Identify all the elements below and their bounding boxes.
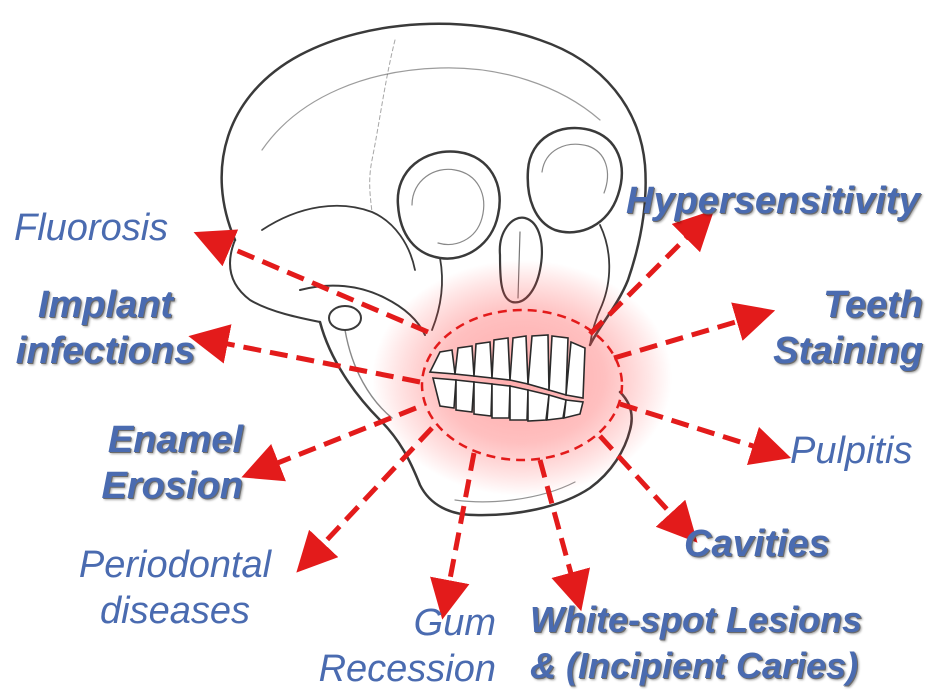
label-teeth-line-1: Teeth bbox=[745, 282, 923, 328]
ear-canal bbox=[329, 306, 361, 330]
temporal-line bbox=[262, 206, 415, 270]
lower-tooth bbox=[547, 395, 566, 420]
label-teeth-staining: Teeth Staining bbox=[745, 282, 923, 374]
label-implant-line-1: Implant bbox=[8, 282, 203, 328]
upper-tooth bbox=[528, 335, 549, 390]
label-enamel-line-2: Erosion bbox=[60, 463, 243, 509]
label-white-spot-line-2: & (Incipient Caries) bbox=[530, 643, 862, 689]
label-gum-recession: Gum Recession bbox=[290, 600, 496, 692]
label-hypersensitivity-text: Hypersensitivity bbox=[626, 178, 920, 224]
coronal-suture bbox=[370, 40, 395, 212]
label-teeth-line-2: Staining bbox=[745, 328, 923, 374]
label-implant-infections: Implant infections bbox=[8, 282, 203, 374]
label-cavities: Cavities bbox=[684, 521, 830, 567]
label-pulpitis: Pulpitis bbox=[790, 428, 913, 474]
upper-tooth bbox=[510, 336, 528, 384]
label-periodontal-line-1: Periodontal bbox=[62, 542, 288, 588]
label-implant-line-2: infections bbox=[8, 328, 203, 374]
left-orbit bbox=[398, 152, 500, 259]
label-hypersensitivity: Hypersensitivity bbox=[626, 178, 920, 224]
lower-tooth bbox=[528, 390, 549, 421]
label-cavities-text: Cavities bbox=[684, 521, 830, 567]
lower-tooth bbox=[492, 384, 510, 418]
arrow-fluorosis bbox=[212, 240, 428, 332]
label-fluorosis-text: Fluorosis bbox=[14, 205, 168, 251]
right-orbit-shadow bbox=[542, 144, 607, 193]
upper-tooth bbox=[474, 342, 492, 378]
label-gum-line-1: Gum bbox=[290, 600, 496, 646]
lower-tooth bbox=[510, 386, 528, 420]
label-periodontal-line-2: diseases bbox=[62, 588, 288, 634]
upper-tooth bbox=[492, 338, 510, 380]
left-orbit-shadow bbox=[412, 169, 484, 244]
label-white-spot-line-1: White-spot Lesions bbox=[530, 597, 862, 643]
upper-tooth bbox=[455, 346, 474, 376]
label-fluorosis: Fluorosis bbox=[14, 205, 168, 251]
label-pulpitis-text: Pulpitis bbox=[790, 428, 913, 474]
label-gum-line-2: Recession bbox=[290, 646, 496, 692]
lower-tooth bbox=[474, 382, 492, 416]
lower-tooth bbox=[456, 380, 474, 412]
label-enamel-line-1: Enamel bbox=[60, 417, 243, 463]
upper-tooth bbox=[549, 336, 568, 395]
label-periodontal-diseases: Periodontal diseases bbox=[62, 542, 288, 634]
label-white-spot-lesions: White-spot Lesions & (Incipient Caries) bbox=[530, 597, 862, 689]
cranium-inner-line bbox=[262, 68, 600, 150]
label-enamel-erosion: Enamel Erosion bbox=[60, 417, 243, 509]
